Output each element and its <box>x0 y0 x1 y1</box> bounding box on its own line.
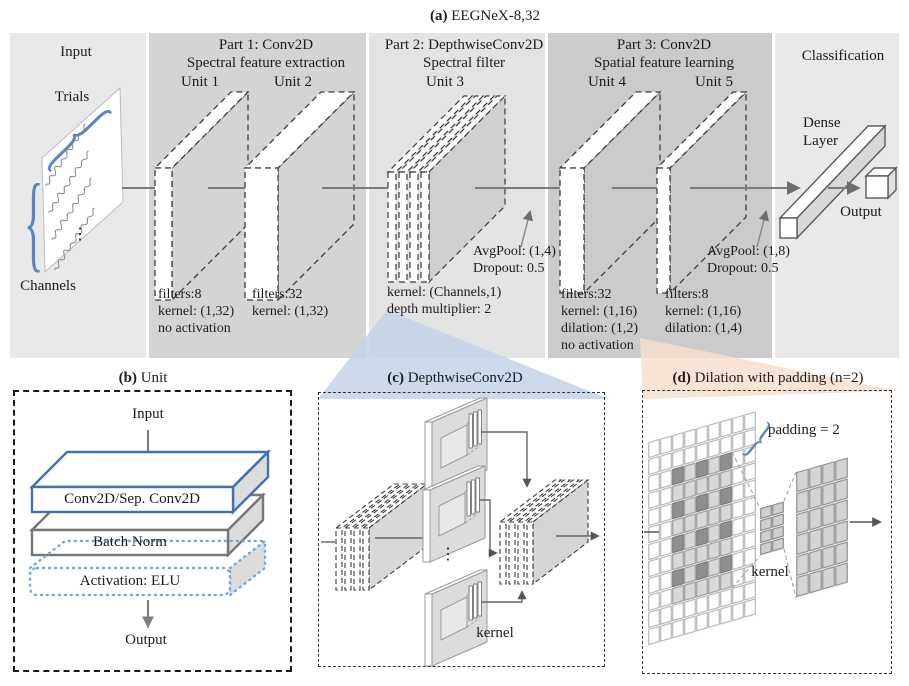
avgpool2-arrow <box>756 209 769 248</box>
avgpool1-arrow <box>520 209 533 248</box>
annotation-line: filters:32 <box>561 287 612 302</box>
annotation-line: kernel: (1,16) <box>561 304 638 319</box>
activation-slab <box>28 538 267 598</box>
annotation-line: kernel: (Channels,1) <box>387 285 502 300</box>
figure-a-title: (a) EEGNeX-8,32 <box>430 7 540 25</box>
batch-norm-label: Batch Norm <box>93 534 167 550</box>
part2-header-line2: Spectral filter <box>422 55 506 71</box>
part3-header-line1: Part 3: Conv2D <box>616 37 712 53</box>
unit2-slab <box>243 90 356 302</box>
part1-header-line1: Part 1: Conv2D <box>218 37 314 53</box>
panel-d-title-text: Dilation with padding (n=2) <box>690 370 864 386</box>
unit5-label: Unit 5 <box>695 74 733 90</box>
part1-header-line2: Spectral feature extraction <box>186 55 346 71</box>
dense-label-line: Layer <box>803 133 838 149</box>
unit2-label: Unit 2 <box>274 74 312 90</box>
dense-label-line: Dense <box>803 115 841 131</box>
annotation-line: filters:8 <box>665 287 709 302</box>
panel-c-title-prefix: (c) <box>387 370 404 386</box>
annotation-line: kernel: (1,32) <box>252 304 329 319</box>
avgpool2-annotation: AvgPool: (1,8) Dropout: 0.5 <box>707 243 790 277</box>
annotation-line: AvgPool: (1,8) <box>707 244 790 259</box>
depthwise-output-stack <box>498 478 590 586</box>
unit-output-label: Output <box>125 632 167 648</box>
annotation-line: dilation: (1,2) <box>561 321 638 336</box>
unit3-label: Unit 3 <box>426 74 464 90</box>
classification-label: Classification <box>801 48 885 64</box>
activation-label: Activation: ELU <box>79 573 181 589</box>
depthwise-ellipsis: ⋮ <box>440 546 456 563</box>
figure-a-title-prefix: (a) <box>430 8 448 24</box>
annotation-line: kernel: (1,16) <box>665 304 742 319</box>
depthwise-input-stack <box>334 482 429 592</box>
dense-layer-label: Dense Layer <box>803 114 841 150</box>
panel-c-title: (c) DepthwiseConv2D <box>387 369 522 387</box>
conv-slab <box>29 449 271 515</box>
conv-slab-label: Conv2D/Sep. Conv2D <box>64 491 200 507</box>
annotation-line: AvgPool: (1,4) <box>473 244 556 259</box>
panel-d-title: (d) Dilation with padding (n=2) <box>673 369 864 387</box>
input-eeg-panel: { { <box>24 86 130 282</box>
panel-b-title: (b) Unit <box>119 369 168 387</box>
channels-brace: { <box>24 161 43 282</box>
unit1-label: Unit 1 <box>181 74 219 90</box>
unit-input-label: Input <box>132 406 164 422</box>
dilation-kernel-label: kernel <box>751 564 789 580</box>
unit2-annotation: filters:32 kernel: (1,32) <box>252 286 328 320</box>
output-label-a: Output <box>840 204 882 220</box>
panel-c-title-text: DepthwiseConv2D <box>403 370 523 386</box>
annotation-line: filters:8 <box>158 287 202 302</box>
unit1-slab <box>153 90 250 302</box>
annotation-line: filters:32 <box>252 287 303 302</box>
annotation-line: Dropout: 0.5 <box>473 261 545 276</box>
unit1-annotation: filters:8 kernel: (1,32) no activation <box>158 286 234 337</box>
panel-b-title-text: Unit <box>136 370 168 386</box>
annotation-line: depth multiplier: 2 <box>387 302 492 317</box>
annotation-line: dilation: (1,4) <box>665 321 742 336</box>
dilation-input-grid <box>648 411 756 646</box>
unit5-slab <box>655 90 748 295</box>
depthwise-kernel-label: kernel <box>476 625 514 641</box>
padding-label: padding = 2 <box>768 422 840 438</box>
panel-d-title-prefix: (d) <box>672 370 691 386</box>
unit4-annotation: filters:32 kernel: (1,16) dilation: (1,2… <box>561 286 638 354</box>
unit4-label: Unit 4 <box>588 74 626 90</box>
depthwise-elbow-connectors <box>479 431 600 603</box>
annotation-line: kernel: (1,32) <box>158 304 235 319</box>
annotation-line: no activation <box>158 321 231 336</box>
avgpool1-annotation: AvgPool: (1,4) Dropout: 0.5 <box>473 243 556 277</box>
annotation-line: Dropout: 0.5 <box>707 261 779 276</box>
figure-a-title-text: EEGNeX-8,32 <box>447 8 540 24</box>
dilation-projection-lines <box>731 451 797 599</box>
highlight-triangle-depthwise <box>318 310 609 399</box>
panel-b-title-prefix: (b) <box>118 370 137 386</box>
trials-label: Trials <box>54 89 90 105</box>
input-ellipsis: ⋮ <box>72 226 88 243</box>
channels-label: Channels <box>20 278 76 294</box>
annotation-line: no activation <box>561 338 634 353</box>
unit4-slab <box>558 90 662 295</box>
dense-layer-bar <box>778 124 887 240</box>
unit3-stack <box>386 94 507 284</box>
part3-header-line2: Spatial feature learning <box>594 55 734 71</box>
feature-map-3 <box>424 569 488 667</box>
input-section-label: Input <box>60 44 92 60</box>
unit5-annotation: filters:8 kernel: (1,16) dilation: (1,4) <box>665 286 742 337</box>
part2-header-line1: Part 2: DepthwiseConv2D <box>384 37 544 53</box>
output-cube <box>864 166 898 200</box>
dilation-output-grid <box>796 457 848 598</box>
highlight-triangle-dilation <box>640 338 898 399</box>
unit3-annotation: kernel: (Channels,1) depth multiplier: 2 <box>387 284 501 318</box>
dilation-kernel-grid <box>760 501 784 556</box>
